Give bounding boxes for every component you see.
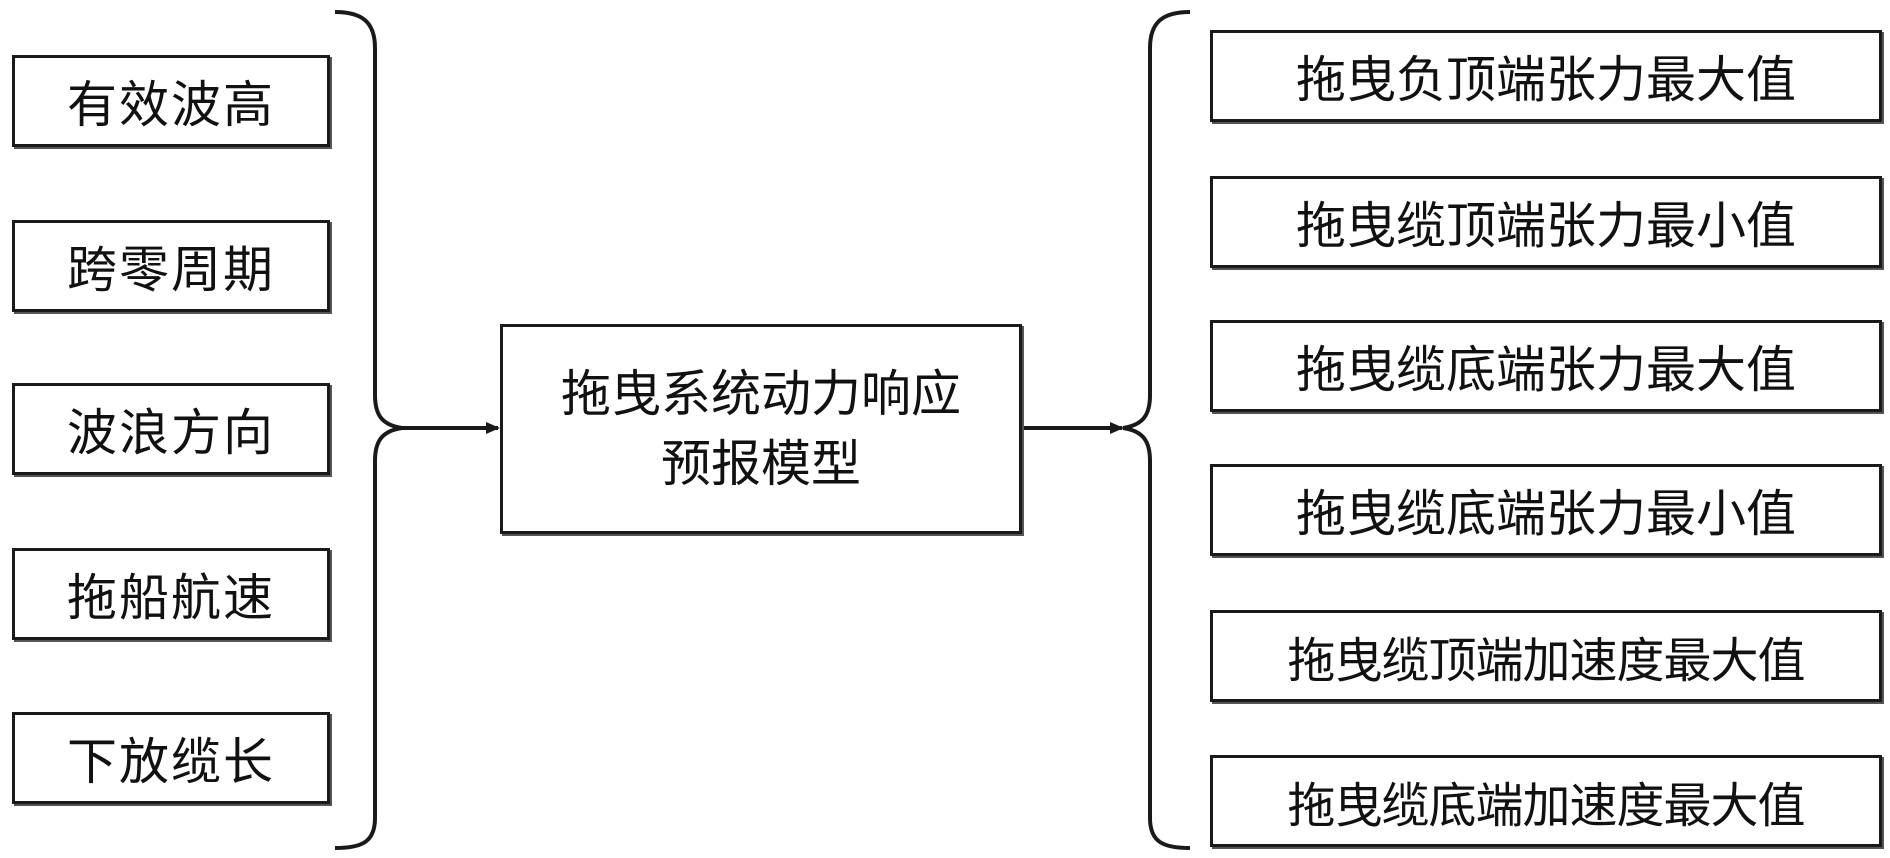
model-title-line2: 预报模型 <box>661 435 861 493</box>
model-title-line1: 拖曳系统动力响应 <box>561 365 961 423</box>
input-significant-wave-height: 有效波高 <box>12 55 330 147</box>
input-wave-direction: 波浪方向 <box>12 383 330 475</box>
output-brace <box>1122 10 1191 850</box>
output-top-tension-max: 拖曳负顶端张力最大值 <box>1210 30 1882 122</box>
input-cable-length: 下放缆长 <box>12 712 330 804</box>
input-tug-speed: 拖船航速 <box>12 548 330 640</box>
output-bottom-tension-min: 拖曳缆底端张力最小值 <box>1210 464 1882 556</box>
output-bottom-tension-max: 拖曳缆底端张力最大值 <box>1210 320 1882 412</box>
input-zero-crossing-period: 跨零周期 <box>12 220 330 312</box>
output-bottom-acceleration-max: 拖曳缆底端加速度最大值 <box>1210 755 1882 847</box>
model-box: 拖曳系统动力响应 预报模型 <box>500 324 1022 534</box>
output-top-acceleration-max: 拖曳缆顶端加速度最大值 <box>1210 610 1882 702</box>
output-top-tension-min: 拖曳缆顶端张力最小值 <box>1210 176 1882 268</box>
input-brace <box>334 10 403 850</box>
